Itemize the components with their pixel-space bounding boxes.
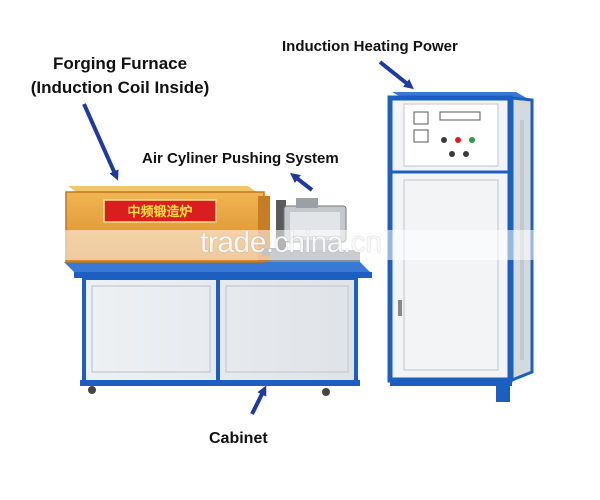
display-window xyxy=(439,111,481,121)
cabinet-top xyxy=(64,262,372,274)
meter-2 xyxy=(413,129,429,143)
cabinet-base xyxy=(80,380,360,386)
furnace-sign xyxy=(103,199,217,223)
label-air-cylinder-pushing: Air Cyliner Pushing System xyxy=(142,150,339,167)
label-forging-furnace-line2: (Induction Coil Inside) xyxy=(30,78,210,97)
knob-1 xyxy=(441,137,447,143)
indicator-red xyxy=(455,137,461,143)
label-forging-furnace: Forging Furnace (Induction Coil Inside) xyxy=(4,52,236,100)
indicator-green xyxy=(469,137,475,143)
cabinet xyxy=(64,262,372,396)
meter-1 xyxy=(413,111,429,125)
watermark: trade.china.cn xyxy=(200,226,382,259)
power-cabinet-door xyxy=(403,179,499,371)
cabinet-door-right xyxy=(225,285,349,373)
cylinder-valve xyxy=(296,198,318,208)
watermark-band xyxy=(0,230,600,260)
power-cabinet-base xyxy=(390,378,512,386)
arrow-furnace xyxy=(82,103,119,181)
arrow-cabinet xyxy=(250,385,267,415)
callout-arrows xyxy=(82,60,414,415)
arrow-air-cylinder xyxy=(290,172,314,192)
caster-right xyxy=(322,388,330,396)
caster-left xyxy=(88,386,96,394)
arrow-power xyxy=(378,60,414,90)
label-cabinet: Cabinet xyxy=(209,430,268,447)
cylinder-bracket xyxy=(276,200,286,258)
furnace-sign-text: 中频锻造炉 xyxy=(127,204,192,220)
knob-2 xyxy=(449,151,455,157)
label-induction-heating-power: Induction Heating Power xyxy=(282,38,458,55)
cabinet-top-edge xyxy=(74,272,372,278)
power-cabinet-foot xyxy=(496,384,510,402)
door-handle xyxy=(398,300,402,316)
knob-3 xyxy=(463,151,469,157)
cabinet-door-left xyxy=(91,285,211,373)
label-forging-furnace-line1: Forging Furnace xyxy=(52,54,188,73)
